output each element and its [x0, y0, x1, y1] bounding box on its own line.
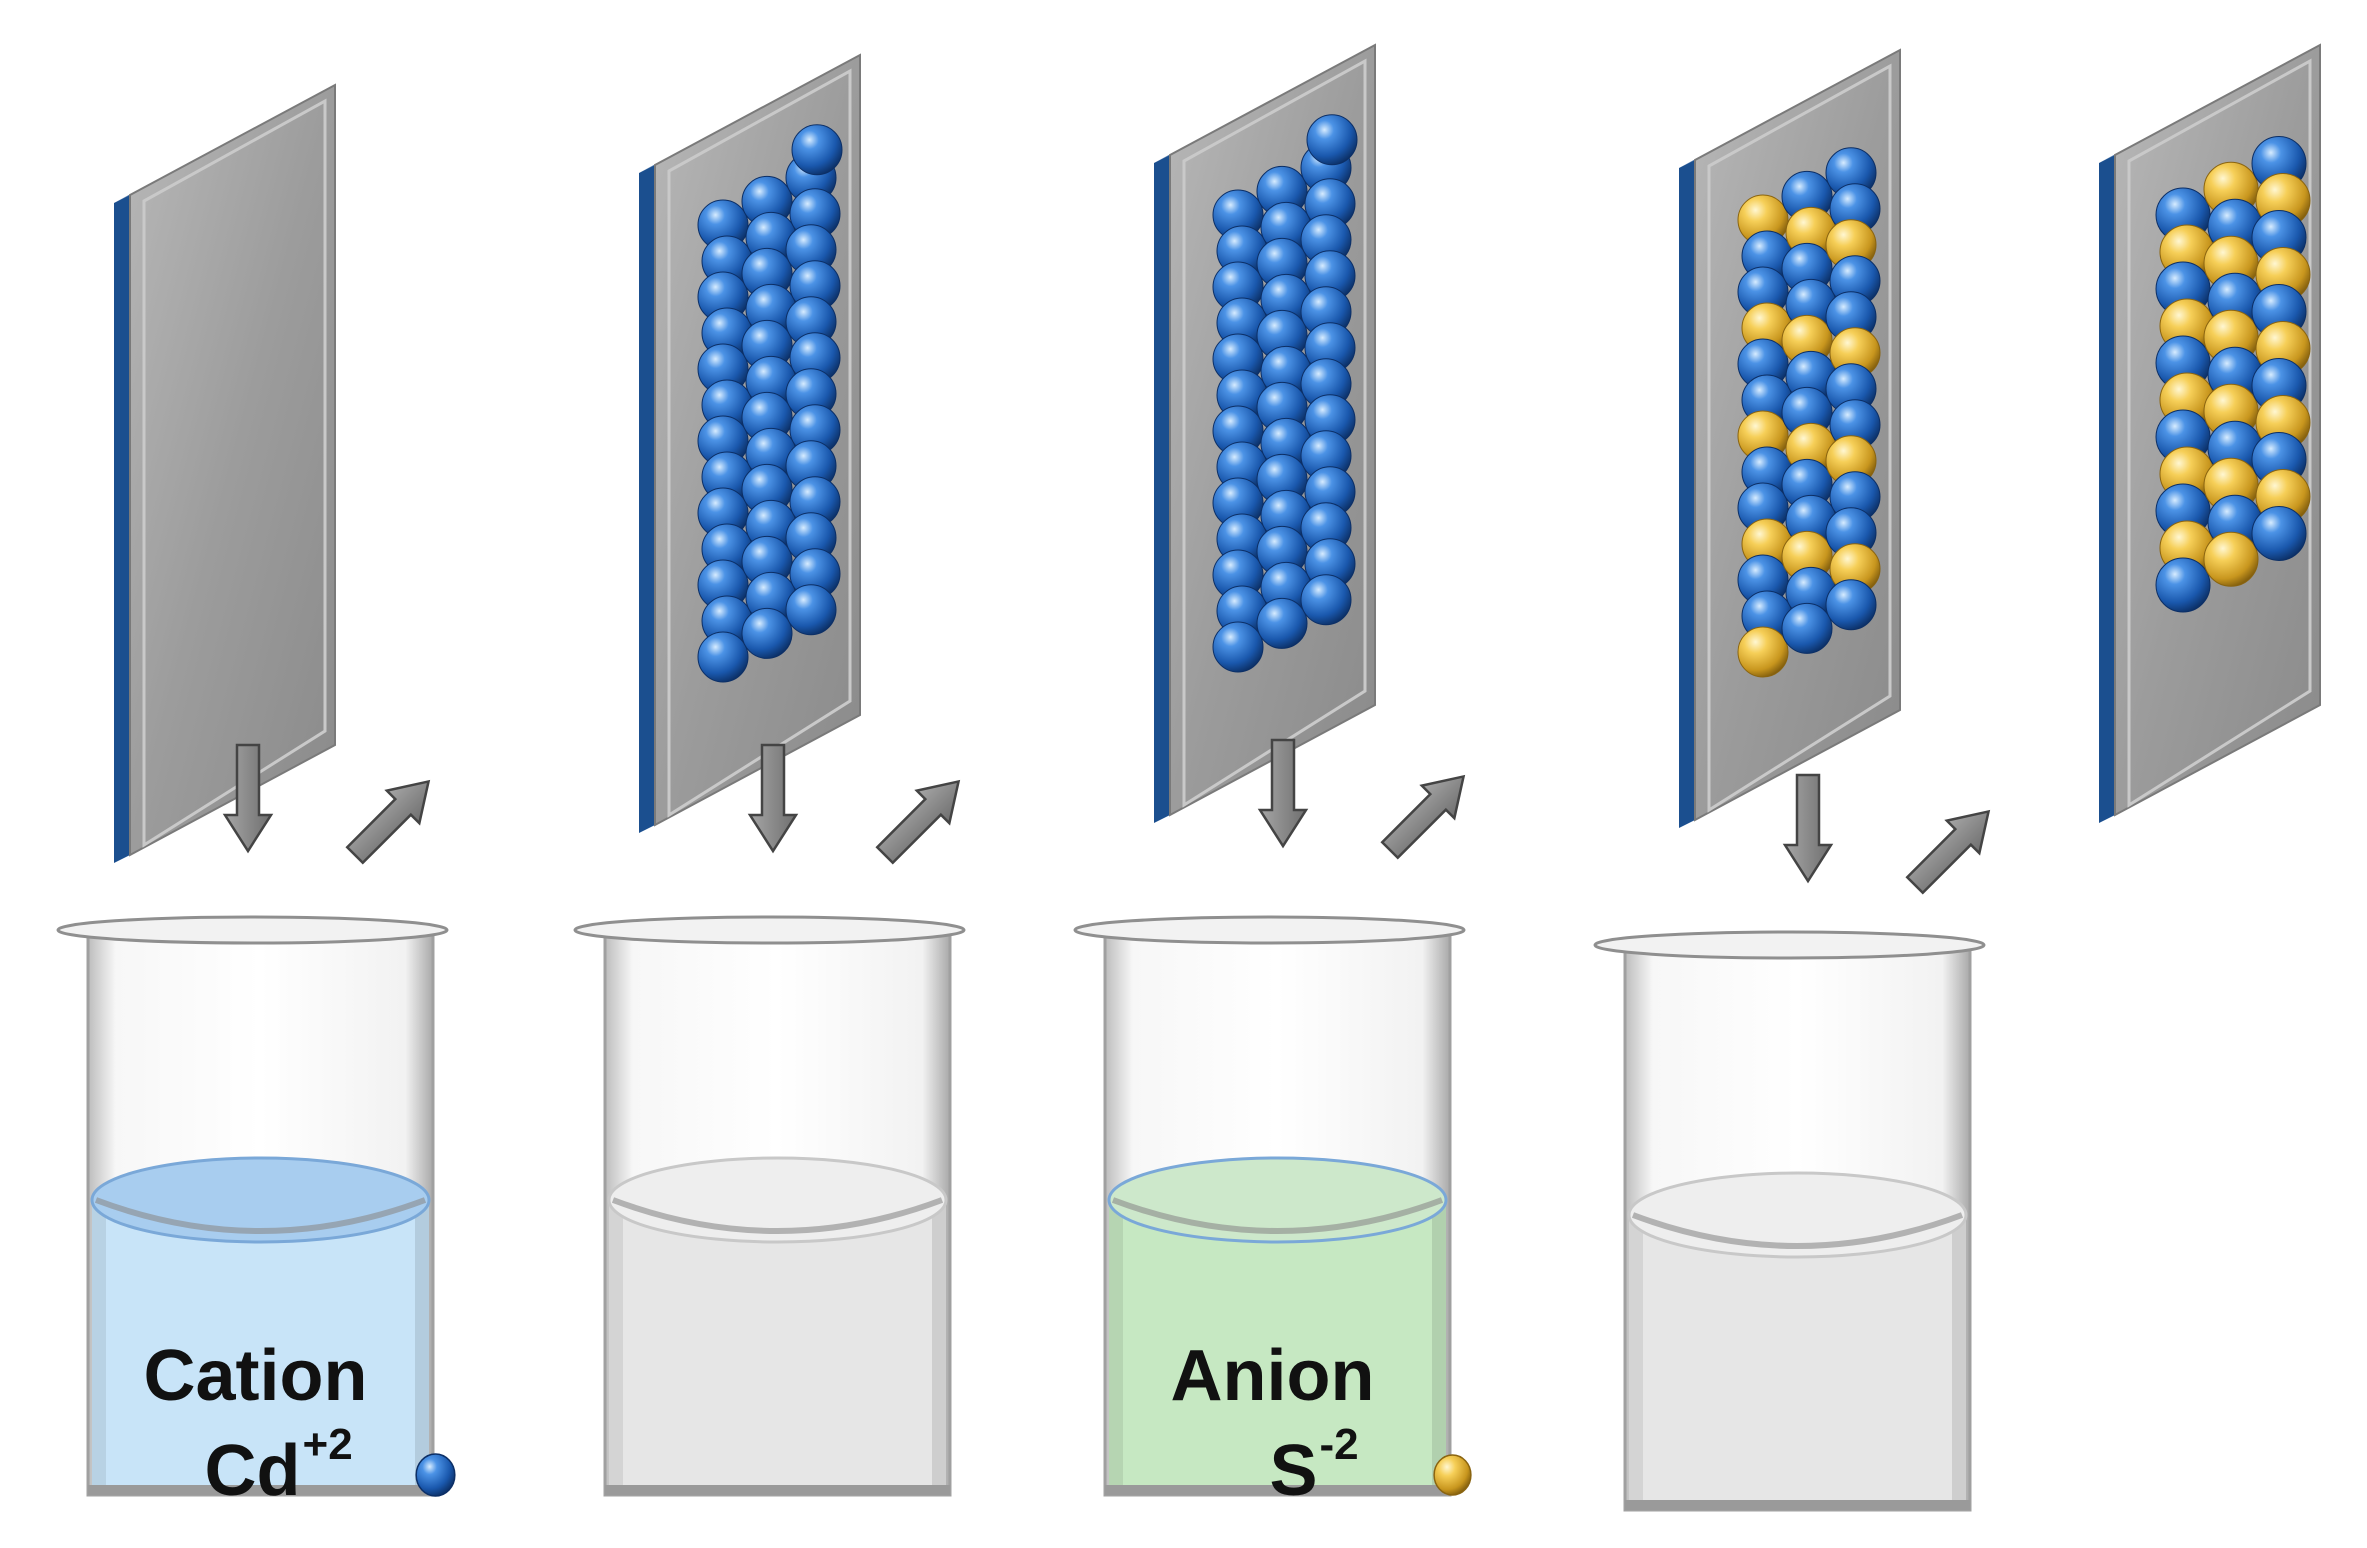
beaker-rinse-2 [1593, 930, 1986, 1512]
substrate-face [129, 83, 336, 857]
ion-symbol: Cd [205, 1431, 301, 1511]
cadmium-ion-ball [697, 631, 749, 683]
cadmium-ion-ball [1825, 579, 1877, 631]
substrate-cation-rinsed [1154, 43, 1376, 823]
dip-down-arrow [747, 743, 799, 854]
beaker-rim [1073, 915, 1466, 945]
beaker-rim [1593, 930, 1986, 960]
ion-symbol: S [1269, 1431, 1317, 1511]
sulfide-ion-ball [1737, 626, 1789, 678]
cadmium-ion-ball [2155, 557, 2211, 613]
cadmium-ion-ball [1300, 574, 1352, 626]
substrate-cation-adsorbed [639, 53, 861, 833]
substrate-side-edge [1154, 155, 1170, 823]
substrate-side-edge [639, 165, 655, 833]
dip-down-arrow [1782, 773, 1834, 884]
beaker-liquid [92, 1200, 429, 1491]
cadmium-ion-ball [1256, 597, 1308, 649]
substrate-cds-layer [2099, 43, 2321, 823]
sulfide-ion-ball [2203, 531, 2259, 587]
withdraw-up-arrow [1380, 774, 1466, 860]
cadmium-ion-ball [1306, 114, 1358, 166]
substrate-bevel [667, 68, 852, 818]
dip-down-arrow [1257, 738, 1309, 849]
withdraw-up-arrow [345, 779, 431, 865]
substrate-side-edge [114, 195, 130, 863]
ion-formula: Cd [205, 1431, 301, 1511]
substrate-bevel [142, 98, 327, 848]
cadmium-ion-ball [791, 124, 843, 176]
cadmium-ion-ball [1781, 602, 1833, 654]
ion-charge: +2 [303, 1420, 353, 1469]
beaker-liquid [1109, 1200, 1446, 1491]
substrate-side-edge [1679, 160, 1695, 828]
solution-label: Cation [144, 1336, 368, 1416]
beaker-rim [573, 915, 966, 945]
process-arrows [222, 738, 1991, 895]
cadmium-ion-ball [741, 607, 793, 659]
solution-label: Anion [1171, 1336, 1375, 1416]
cadmium-ion-icon [415, 1453, 456, 1497]
withdraw-up-arrow [875, 779, 961, 865]
substrate-bare [114, 83, 336, 863]
dip-down-arrow [222, 743, 274, 854]
substrates [114, 43, 2321, 863]
substrate-anion-reacted [1679, 48, 1901, 828]
beaker-liquid [1629, 1215, 1966, 1506]
ion-formula: S [1269, 1431, 1317, 1511]
substrate-bevel [1182, 58, 1367, 808]
cadmium-ion-ball [785, 584, 837, 636]
substrate-bevel [2127, 58, 2312, 808]
cadmium-ion-ball [2251, 505, 2307, 561]
beaker-rinse-1 [573, 915, 966, 1497]
beaker-rim [56, 915, 449, 945]
beaker-liquid [609, 1200, 946, 1491]
sulfide-ion-icon [1433, 1454, 1472, 1496]
withdraw-up-arrow [1905, 809, 1991, 895]
substrate-bevel [1707, 63, 1892, 813]
cadmium-ion-ball [1212, 621, 1264, 673]
ion-charge: -2 [1320, 1420, 1359, 1469]
substrate-side-edge [2099, 155, 2115, 823]
